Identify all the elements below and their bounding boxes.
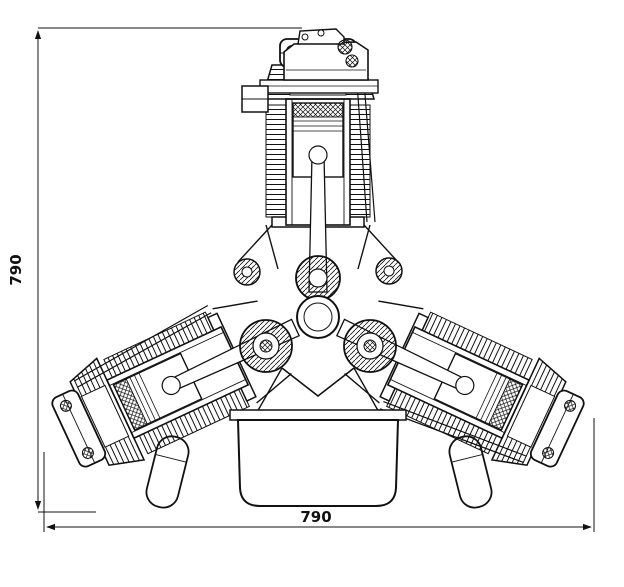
oil-sump xyxy=(229,409,407,507)
drive-coupling xyxy=(337,39,353,55)
magneto-assembly xyxy=(241,28,379,113)
height-dimension: 790 xyxy=(7,27,302,513)
width-dimension-label: 790 xyxy=(300,508,331,526)
height-dimension-label: 790 xyxy=(7,254,25,285)
crankcase xyxy=(237,224,399,415)
width-dimension: 790 xyxy=(43,418,595,532)
crankshaft-journals xyxy=(233,255,403,373)
main-journal xyxy=(296,295,340,339)
